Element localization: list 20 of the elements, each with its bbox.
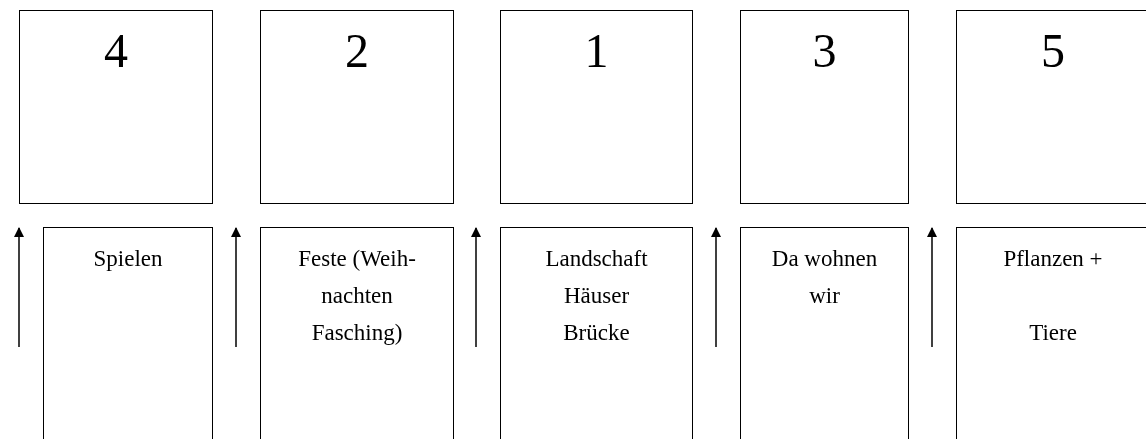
topic-text: Feste (Weih- nachten Fasching)	[297, 245, 417, 347]
number-box	[956, 10, 1146, 204]
topic-box	[956, 227, 1146, 439]
box-number: 3	[811, 27, 838, 75]
number-box	[740, 10, 909, 204]
topic-text: Landschaft Häuser Brücke	[544, 245, 649, 347]
topic-box	[740, 227, 909, 439]
topic-text: Spielen	[92, 245, 164, 273]
number-box	[500, 10, 693, 204]
box-number: 4	[103, 27, 129, 75]
number-box	[260, 10, 454, 204]
number-box	[19, 10, 213, 204]
box-number: 5	[1040, 27, 1066, 75]
topic-box	[43, 227, 213, 439]
topic-box	[260, 227, 454, 439]
topic-text: Da wohnen wir	[770, 245, 879, 310]
topic-box	[500, 227, 693, 439]
topic-text: Pflanzen + Tiere	[1002, 245, 1104, 347]
box-number: 1	[583, 27, 610, 75]
box-number: 2	[344, 27, 370, 75]
